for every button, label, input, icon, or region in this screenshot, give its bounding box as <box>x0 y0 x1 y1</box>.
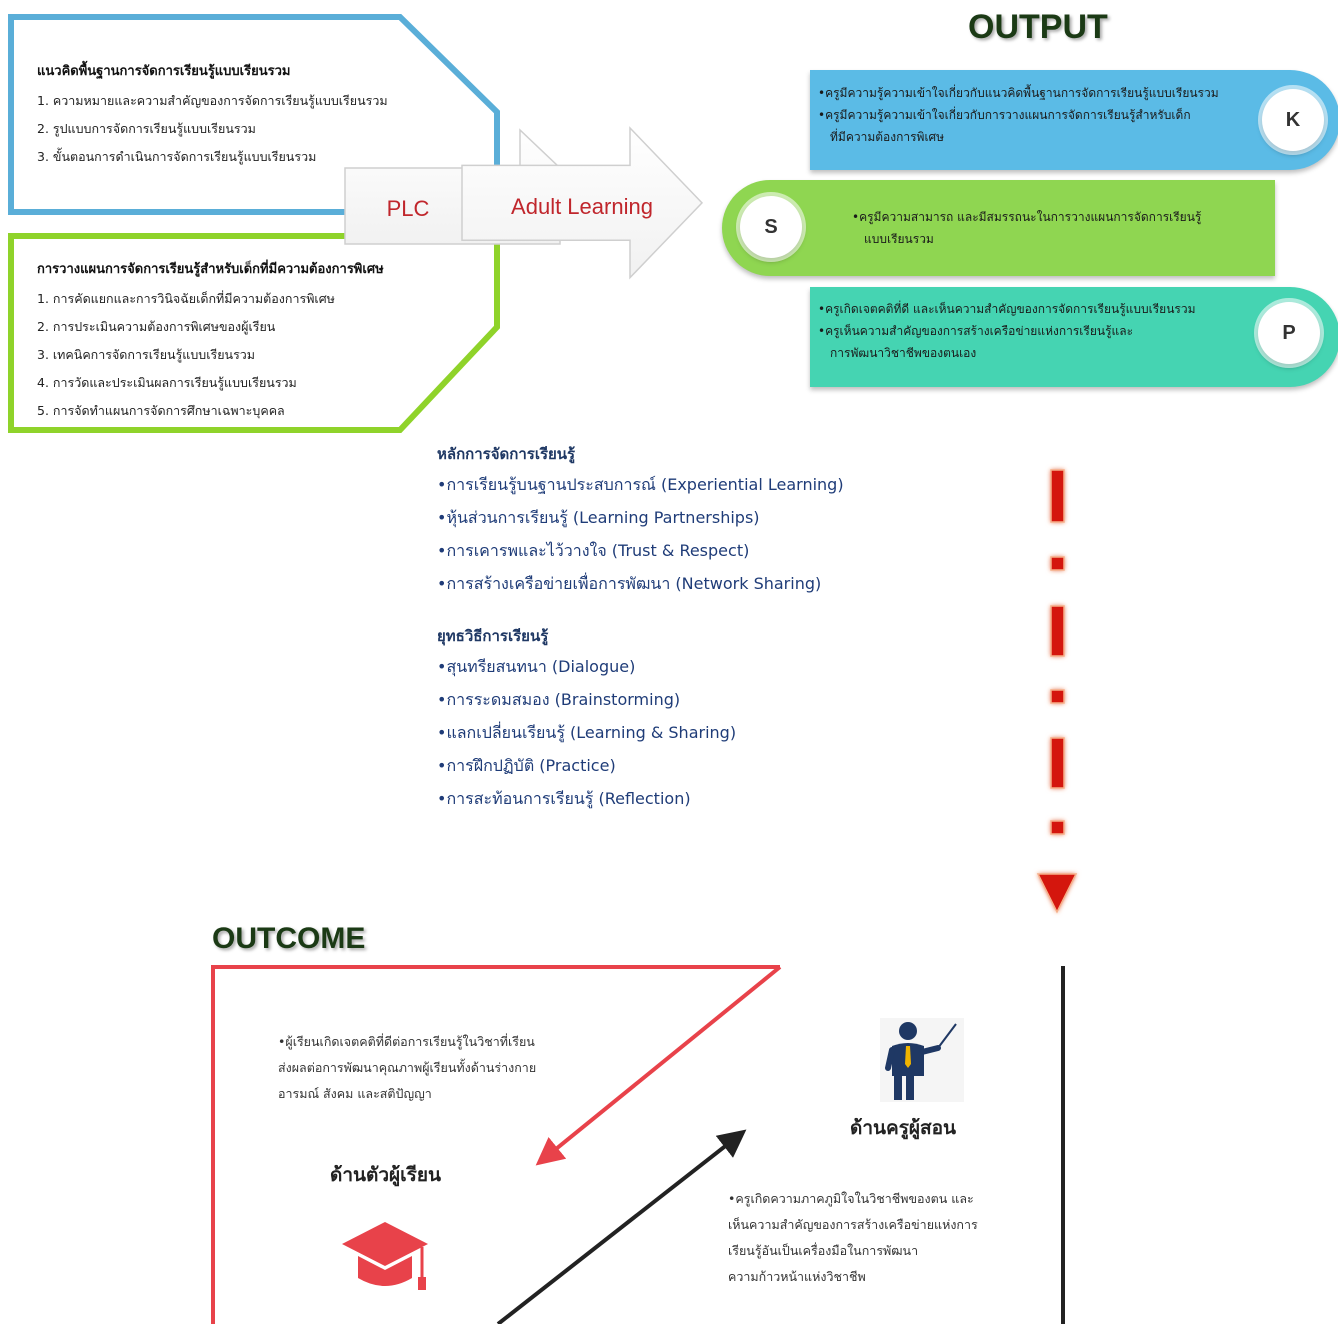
concept-item: 1. ความหมายและความสำคัญของการจัดการเรียน… <box>37 93 388 108</box>
s-circle: S <box>740 196 802 258</box>
p-circle: P <box>1258 302 1320 364</box>
outcome-frame <box>211 965 1065 1324</box>
outcome-heading: OUTCOME <box>212 922 366 955</box>
concept-item: 3. ขั้นตอนการดำเนินการจัดการเรียนรู้แบบเ… <box>37 149 317 164</box>
teacher-icon <box>880 1018 964 1102</box>
concept-box-border <box>8 14 500 215</box>
learner-line: •ผู้เรียนเกิดเจตคติที่ดีต่อการเรียนรู้ใน… <box>278 1034 535 1049</box>
planning-item: 4. การวัดและประเมินผลการเรียนรู้แบบเรียน… <box>37 375 297 390</box>
k-text: •ครูมีความรู้ความเข้าใจเกี่ยวกับแนวคิดพื… <box>818 82 1258 148</box>
k-line: ที่มีความต้องการพิเศษ <box>830 130 945 144</box>
concept-box: แนวคิดพื้นฐานการจัดการเรียนรู้แบบเรียนรว… <box>37 60 388 171</box>
teacher-line: เห็นความสำคัญของการสร้างเครือข่ายแห่งการ <box>728 1217 978 1232</box>
planning-box: การวางแผนการจัดการเรียนรู้สำหรับเด็กที่ม… <box>37 258 384 425</box>
p-text: •ครูเกิดเจตคติที่ดี และเห็นความสำคัญของก… <box>818 298 1258 364</box>
s-pill <box>722 180 1275 276</box>
process-arrows <box>344 126 704 280</box>
concept-item: 2. รูปแบบการจัดการเรียนรู้แบบเรียนรวม <box>37 121 256 136</box>
s-text: •ครูมีความสามารถ และมีสมรรถนะในการวางแผน… <box>852 206 1262 250</box>
planning-item: 5. การจัดทำแผนการจัดการศึกษาเฉพาะบุคคล <box>37 403 285 418</box>
principle-item: •การเคารพและไว้วางใจ (Trust & Respect) <box>437 541 750 560</box>
planning-item: 3. เทคนิคการจัดการเรียนรู้แบบเรียนรวม <box>37 347 256 362</box>
adult-learning-arrow <box>461 126 704 280</box>
plc-label: PLC <box>386 196 430 221</box>
learner-label: ด้านตัวผู้เรียน <box>330 1164 441 1186</box>
strategies-heading: ยุทธวิธีการเรียนรู้ <box>437 627 549 645</box>
planning-item: 1. การคัดแยกและการวินิจฉัยเด็กที่มีความต… <box>37 291 335 306</box>
p-line: •ครูเห็นความสำคัญของการสร้างเครือข่ายแห่… <box>818 324 1134 338</box>
adult-learning-label: Adult Learning <box>511 194 653 219</box>
strategy-item: •การฝึกปฏิบัติ (Practice) <box>437 756 616 775</box>
input-boxes-frame <box>8 14 500 433</box>
principles-heading: หลักการจัดการเรียนรู้ <box>437 445 576 463</box>
p-line: •ครูเกิดเจตคติที่ดี และเห็นความสำคัญของก… <box>818 302 1196 316</box>
strategy-item: •แลกเปลี่ยนเรียนรู้ (Learning & Sharing) <box>437 723 737 742</box>
teacher-line: ความก้าวหน้าแห่งวิชาชีพ <box>728 1269 866 1284</box>
principle-item: •การเรียนรู้บนฐานประสบการณ์ (Experientia… <box>437 475 844 494</box>
strategy-item: •สุนทรียสนทนา (Dialogue) <box>437 657 636 676</box>
p-line: การพัฒนาวิชาชีพของตนเอง <box>830 346 977 360</box>
k-pill <box>810 70 1338 170</box>
s-line: แบบเรียนรวม <box>864 232 934 246</box>
k-line: •ครูมีความรู้ความเข้าใจเกี่ยวกับแนวคิดพื… <box>818 86 1219 100</box>
strategy-item: •การระดมสมอง (Brainstorming) <box>437 690 681 709</box>
principles-block: หลักการจัดการเรียนรู้ •การเรียนรู้บนฐานป… <box>437 442 844 600</box>
teacher-label: ด้านครูผู้สอน <box>850 1117 957 1139</box>
teacher-line: เรียนรู้อันเป็นเครื่องมือในการพัฒนา <box>728 1243 919 1258</box>
concept-box-title: แนวคิดพื้นฐานการจัดการเรียนรู้แบบเรียนรว… <box>37 64 291 79</box>
learner-line: ส่งผลต่อการพัฒนาคุณภาพผู้เรียนทั้งด้านร่… <box>278 1060 537 1075</box>
output-heading: OUTPUT <box>968 8 1108 46</box>
k-line: •ครูมีความรู้ความเข้าใจเกี่ยวกับการวางแผ… <box>818 108 1191 122</box>
teacher-outcome-text: •ครูเกิดความภาคภูมิใจในวิชาชีพของตน และ … <box>728 1186 1048 1290</box>
graduation-cap-icon <box>342 1222 428 1290</box>
learner-outcome-text: •ผู้เรียนเกิดเจตคติที่ดีต่อการเรียนรู้ใน… <box>278 1029 598 1107</box>
principle-item: •หุ้นส่วนการเรียนรู้ (Learning Partnersh… <box>437 508 760 527</box>
learner-line: อารมณ์ สังคม และสติปัญญา <box>278 1086 432 1101</box>
down-dashed-arrow <box>1036 469 1078 914</box>
k-circle: K <box>1262 89 1324 151</box>
planning-item: 2. การประเมินความต้องการพิเศษของผู้เรียน <box>37 319 276 334</box>
outcome-black-arrow <box>496 1129 747 1324</box>
teacher-line: •ครูเกิดความภาคภูมิใจในวิชาชีพของตน และ <box>728 1191 974 1206</box>
planning-box-title: การวางแผนการจัดการเรียนรู้สำหรับเด็กที่ม… <box>37 262 384 277</box>
p-pill <box>810 287 1338 387</box>
strategies-block: ยุทธวิธีการเรียนรู้ •สุนทรียสนทนา (Dialo… <box>437 624 736 815</box>
outcome-red-arrow <box>535 965 782 1166</box>
principle-item: •การสร้างเครือข่ายเพื่อการพัฒนา (Network… <box>437 574 822 593</box>
outcome-red-border <box>211 965 780 1324</box>
strategy-item: •การสะท้อนการเรียนรู้ (Reflection) <box>437 789 691 808</box>
s-line: •ครูมีความสามารถ และมีสมรรถนะในการวางแผน… <box>852 210 1202 224</box>
